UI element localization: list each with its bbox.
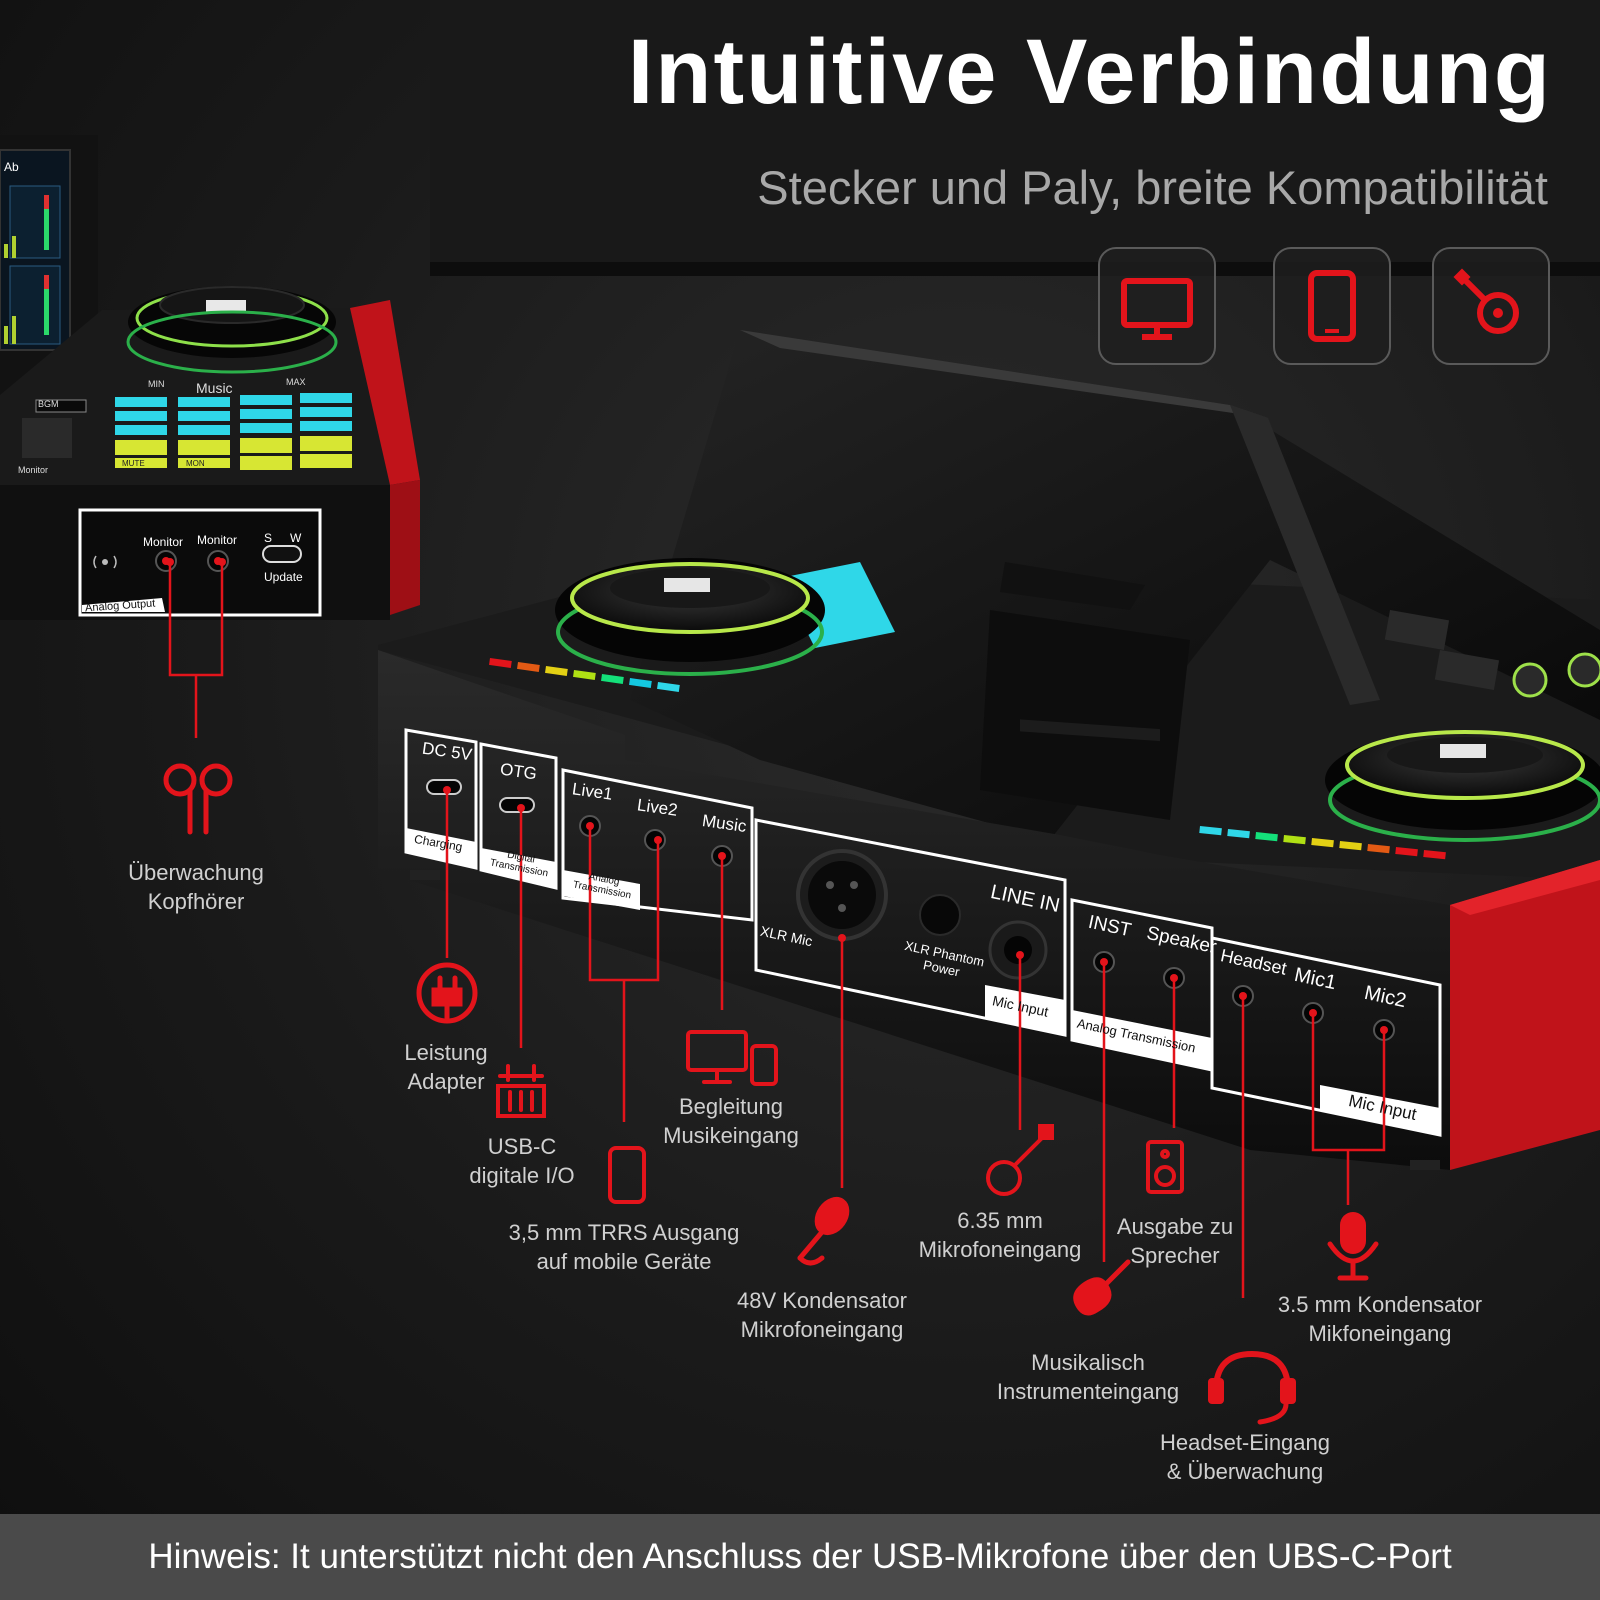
tablet-icon: [1308, 270, 1356, 342]
monitor-phone-icon: [686, 1030, 778, 1086]
compat-guitar: [1432, 247, 1550, 365]
left-switch-w: W: [290, 531, 302, 545]
left-switch-s: S: [264, 531, 273, 545]
left-mute-pad: MUTE: [122, 459, 145, 468]
power-plug-icon: [416, 962, 478, 1024]
headset-icon: [1208, 1350, 1296, 1425]
left-min-label: MIN: [148, 379, 165, 389]
compat-monitor: [1098, 247, 1216, 365]
compat-tablet: [1273, 247, 1391, 365]
left-monitor-port-1: Monitor: [143, 535, 184, 549]
left-screen-label: Ab: [4, 160, 19, 174]
usb-c-icon: [496, 1064, 546, 1118]
left-music-label: Music: [196, 380, 233, 396]
left-monitor-port-2: Monitor: [197, 533, 238, 547]
microphone-icon: [797, 1196, 850, 1266]
left-bgm-label: BGM: [38, 399, 59, 409]
left-update-label: Update: [264, 570, 303, 584]
left-max-label: MAX: [286, 377, 306, 387]
left-device: [0, 135, 420, 620]
footer-note: Hinweis: It unterstützt nicht den Anschl…: [148, 1537, 1452, 1576]
earbuds-icon: [163, 763, 233, 835]
guitar-icon: [986, 1124, 1054, 1196]
monitor-icon: [1121, 278, 1193, 340]
main-device: [378, 330, 1600, 1170]
left-mon-pad: MON: [186, 459, 205, 468]
left-monitor-label: Monitor: [18, 465, 49, 475]
guitar-icon: [1453, 268, 1519, 334]
speaker-icon: [1146, 1140, 1184, 1194]
condenser-mic-icon: [1327, 1212, 1379, 1281]
callout-headset-in: Headset-Eingang& Überwachung: [1159, 1430, 1330, 1484]
page-title: Intuitive Verbindung: [627, 21, 1552, 123]
phone-icon: [608, 1146, 646, 1204]
electric-guitar-icon: [1073, 1259, 1131, 1316]
footer-banner: [0, 1514, 1600, 1600]
connector-lines: [168, 562, 1386, 1298]
page-subtitle: Stecker und Paly, breite Kompatibilität: [757, 161, 1548, 214]
